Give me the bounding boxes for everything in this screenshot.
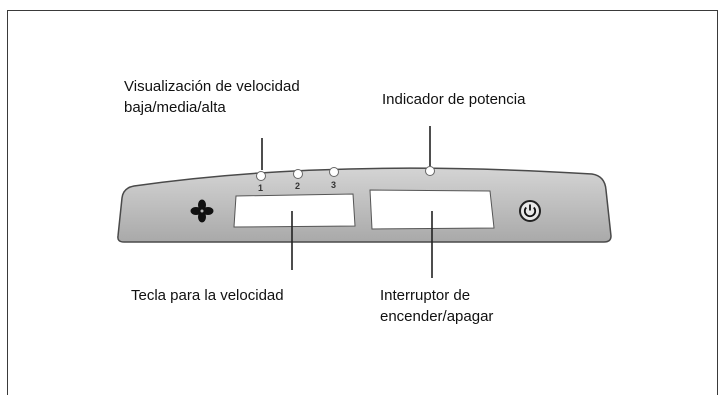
power-icon[interactable]	[519, 200, 541, 222]
speed-display-label-line-1: Visualización de velocidad	[124, 78, 300, 95]
on-off-switch-label-line-1: Interruptor de	[380, 287, 471, 304]
fan-icon	[190, 199, 214, 223]
power-indicator-led	[425, 166, 435, 176]
power-indicator-label: Indicador de potencia	[382, 91, 526, 108]
speed-level-1-label: 1	[258, 183, 263, 193]
speed-key-button[interactable]	[233, 193, 356, 228]
speed-level-3-label: 3	[331, 180, 336, 190]
speed-led-2	[293, 169, 303, 179]
on-off-switch-button[interactable]	[369, 189, 495, 230]
speed-led-3	[329, 167, 339, 177]
speed-display-label: Visualización de velocidad baja/media/al…	[124, 76, 300, 118]
figure-frame	[7, 10, 718, 395]
on-off-switch-label-line-2: encender/apagar	[380, 308, 494, 325]
speed-level-2-label: 2	[295, 181, 300, 191]
speed-led-1	[256, 171, 266, 181]
speed-key-label: Tecla para la velocidad	[131, 287, 284, 304]
on-off-switch-label: Interruptor de encender/apagar	[380, 285, 493, 327]
speed-display-label-line-2: baja/media/alta	[124, 99, 226, 116]
